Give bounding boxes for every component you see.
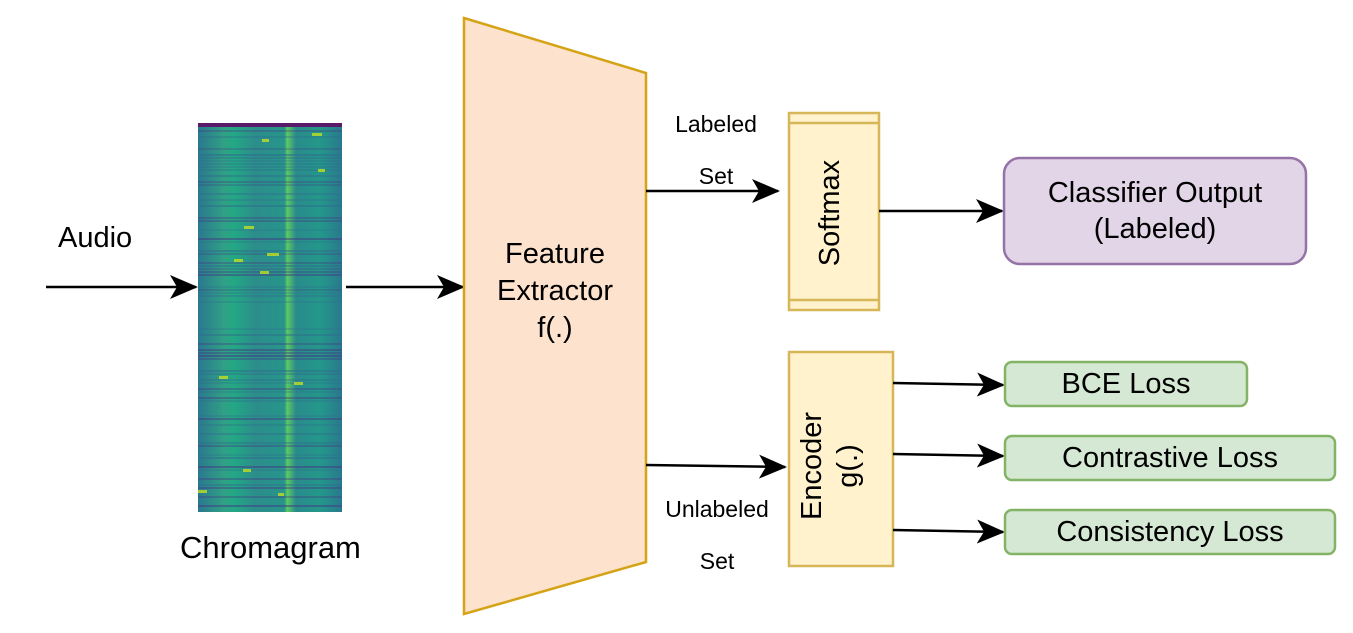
encoder-line-2: g(.)	[832, 444, 864, 488]
feature-extractor-line-1: Feature	[505, 238, 605, 270]
chromagram-top-band	[198, 123, 342, 127]
classifier-output-label: Classifier Output (Labeled)	[1004, 158, 1306, 264]
classifier-output-line-1: Classifier Output	[1047, 177, 1263, 209]
feature-extractor-line-2: Extractor	[496, 275, 614, 307]
feature-extractor-block	[462, 16, 648, 616]
unlabeled-set-line-2: Set	[699, 548, 735, 574]
encoder-block	[787, 350, 895, 568]
consistency-loss-box	[1003, 508, 1337, 556]
labeled-set-line-1: Labeled	[675, 111, 757, 137]
encoder-to-bce-arrow	[892, 372, 1005, 397]
chromagram-image	[198, 123, 342, 512]
unlabeled-set-line-1: Unlabeled	[665, 496, 769, 522]
encoder-to-consistency-arrow	[892, 519, 1005, 544]
chromagram-stripes	[198, 130, 342, 507]
unlabeled-set-arrow	[645, 454, 787, 479]
encoder-line-1: Encoder	[796, 412, 828, 521]
encoder-to-contrastive-arrow	[892, 443, 1005, 468]
bce-loss-box	[1003, 360, 1249, 408]
feature-extractor-label: Feature Extractor f(.)	[464, 236, 646, 347]
contrastive-loss-label: Contrastive Loss	[1062, 442, 1278, 474]
bce-loss-label: BCE Loss	[1061, 368, 1191, 400]
softmax-label: Softmax	[814, 159, 846, 267]
labeled-set-line-2: Set	[698, 163, 734, 189]
unlabeled-set-label: Unlabeled Set	[647, 483, 787, 587]
classifier-output-line-2: (Labeled)	[1093, 213, 1217, 245]
feature-extractor-line-3: f(.)	[537, 312, 573, 344]
audio-label: Audio	[58, 222, 133, 254]
chromagram-label: Chromagram	[180, 530, 361, 565]
softmax-block	[787, 111, 881, 312]
consistency-loss-label: Consistency Loss	[1056, 516, 1284, 548]
classifier-output-box	[1002, 156, 1308, 266]
contrastive-loss-box	[1003, 434, 1337, 482]
labeled-set-label: Labeled Set	[656, 98, 776, 202]
encoder-label: Encoder g(.)	[794, 366, 866, 566]
